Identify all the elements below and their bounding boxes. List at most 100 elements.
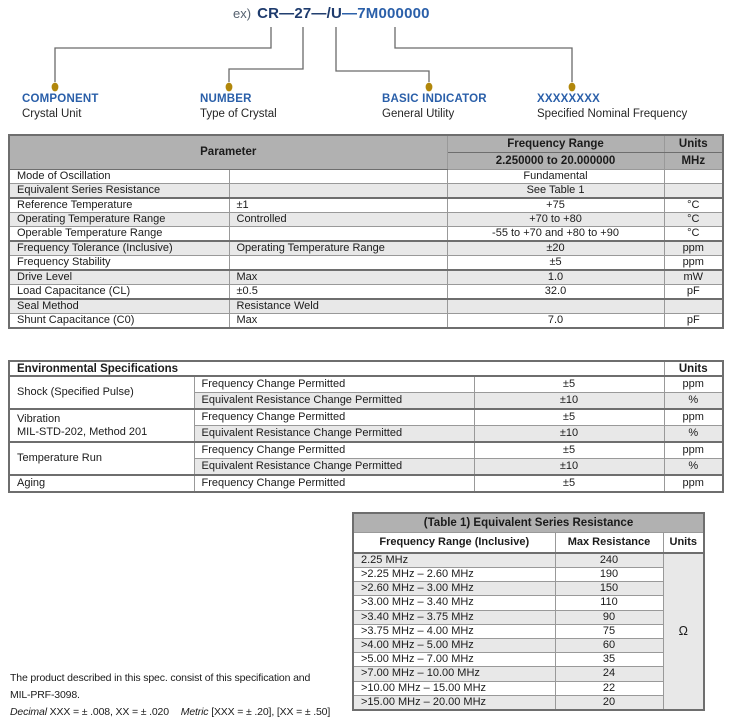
env-group-name: Vibration MIL-STD-202, Method 201 [8, 408, 195, 443]
max-cell: 150 [554, 581, 664, 597]
max-resistance-header: Max Resistance [554, 531, 664, 554]
range-cell: >2.25 MHz – 2.60 MHz [352, 566, 556, 583]
frequency-range-value: 2.250000 to 20.000000 [446, 151, 665, 170]
value-cell: ±20 [446, 240, 665, 257]
env-group-name-line1: Temperature Run [17, 452, 102, 464]
table-row: Shunt Capacitance (C0) Max 7.0 pF [8, 313, 724, 329]
condition-cell: Operating Temperature Range [228, 240, 448, 257]
table-row: Operable Temperature Range -55 to +70 an… [8, 226, 724, 242]
env-value-cell: ±5 [473, 375, 665, 393]
max-cell: 110 [554, 595, 664, 611]
env-group-name-line1: Aging [17, 476, 46, 489]
condition-cell: ±1 [228, 196, 448, 213]
resistance-row: >3.00 MHz – 3.40 MHz 110 [352, 595, 704, 611]
resistance-row: >3.75 MHz – 4.00 MHz 75 [352, 623, 704, 639]
env-header-row: Environmental Specifications Units [8, 360, 724, 377]
env-row: Temperature Run Frequency Change Permitt… [8, 441, 724, 476]
env-desc-cell: Frequency Change Permitted [193, 441, 475, 459]
env-group-name-line1: Shock (Specified Pulse) [17, 386, 134, 398]
metric-tolerance: [XXX = ± .20], [XX = ± .50] [211, 706, 331, 718]
env-value-cell: ±5 [473, 441, 665, 459]
range-cell: >2.60 MHz – 3.00 MHz [352, 581, 556, 597]
value-cell [446, 298, 665, 315]
env-group-name-line1: Vibration [17, 412, 61, 425]
env-desc-cell: Frequency Change Permitted [193, 474, 475, 492]
value-cell: Fundamental [446, 168, 665, 184]
resistance-row: >10.00 MHz – 15.00 MHz 22 [352, 680, 704, 696]
ohm-unit-cell: Ω [662, 552, 705, 711]
env-unit-cell: % [663, 392, 724, 410]
env-value-cell: ±10 [473, 458, 665, 476]
callout-frequency: XXXXXXXX Specified Nominal Frequency [537, 93, 687, 120]
max-cell: 240 [554, 552, 664, 568]
range-header: Frequency Range (Inclusive) [352, 531, 556, 554]
env-units-header: Units [663, 360, 724, 377]
value-cell: See Table 1 [446, 182, 665, 199]
decimal-tolerance: XXX = ± .008, XX = ± .020 [49, 706, 169, 718]
unit-cell: °C [663, 226, 724, 242]
env-row: Aging Frequency Change Permitted ±5 ppm [8, 474, 724, 492]
condition-cell: Max [228, 269, 448, 286]
max-cell: 22 [554, 680, 664, 696]
condition-cell [228, 168, 448, 184]
callout-label: BASIC INDICATOR [382, 93, 487, 105]
range-cell: >7.00 MHz – 10.00 MHz [352, 666, 556, 682]
env-value-cell: ±10 [473, 425, 665, 443]
footer-notes: The product described in this spec. cons… [10, 670, 370, 721]
unit-cell: °C [663, 196, 724, 213]
units-value: MHz [663, 151, 724, 170]
unit-cell: ppm [663, 255, 724, 271]
condition-cell: Max [228, 313, 448, 329]
env-group-name: Aging [8, 474, 195, 492]
part-number-base: CR—27—/U [257, 5, 343, 22]
resistance-row: >2.60 MHz – 3.00 MHz 150 [352, 581, 704, 597]
table-subheader-row: 2.250000 to 20.000000 MHz [9, 151, 724, 170]
environmental-specs-table: Environmental Specifications Units Shock… [8, 360, 724, 493]
max-cell: 75 [554, 623, 664, 639]
param-cell: Seal Method [8, 298, 230, 315]
env-unit-cell: ppm [663, 474, 724, 492]
env-unit-cell: % [663, 425, 724, 443]
param-cell: Shunt Capacitance (C0) [8, 313, 230, 329]
env-group-name: Shock (Specified Pulse) [8, 375, 195, 410]
param-cell: Load Capacitance (CL) [8, 284, 230, 300]
table-row: Equivalent Series Resistance See Table 1 [8, 182, 724, 199]
range-cell: >3.00 MHz – 3.40 MHz [352, 595, 556, 611]
condition-cell [228, 182, 448, 199]
value-cell: 1.0 [446, 269, 665, 286]
range-cell: >4.00 MHz – 5.00 MHz [352, 637, 556, 654]
resistance-row: >2.25 MHz – 2.60 MHz 190 [352, 566, 704, 583]
parameter-header: Parameter [8, 134, 448, 170]
tolerance-note: Decimal XXX = ± .008, XX = ± .020 Metric… [10, 704, 370, 721]
param-cell: Frequency Stability [8, 255, 230, 271]
units-header: Units [663, 134, 724, 153]
condition-cell [228, 255, 448, 271]
table-row: Seal Method Resistance Weld [8, 298, 724, 315]
value-cell: -55 to +70 and +80 to +90 [446, 226, 665, 242]
range-cell: 2.25 MHz [352, 552, 556, 568]
callout-description: General Utility [382, 108, 455, 120]
parameter-table: Parameter Frequency Range Units 2.250000… [8, 134, 725, 330]
range-cell: >15.00 MHz – 20.00 MHz [352, 694, 556, 711]
callout-description: Crystal Unit [22, 108, 82, 120]
param-cell: Reference Temperature [8, 196, 230, 213]
param-cell: Operating Temperature Range [8, 211, 230, 228]
resistance-header-row: Frequency Range (Inclusive) Max Resistan… [352, 531, 705, 554]
unit-cell [663, 182, 724, 199]
frequency-range-header: Frequency Range [446, 134, 665, 153]
env-value-cell: ±5 [473, 474, 665, 492]
decimal-label: Decimal [10, 706, 47, 718]
env-unit-cell: % [663, 458, 724, 476]
env-row: Equivalent Resistance Change Permitted ±… [9, 425, 724, 443]
table-row: Reference Temperature ±1 +75 °C [8, 196, 724, 213]
env-desc-cell: Frequency Change Permitted [193, 408, 475, 426]
env-value-cell: ±10 [473, 392, 665, 410]
env-unit-cell: ppm [663, 408, 724, 426]
max-cell: 24 [554, 666, 664, 682]
env-desc-cell: Equivalent Resistance Change Permitted [193, 425, 475, 443]
gold-dot-frequency [568, 82, 576, 92]
env-value-cell: ±5 [473, 408, 665, 426]
range-cell: >5.00 MHz – 7.00 MHz [352, 652, 556, 668]
env-row: Shock (Specified Pulse) Frequency Change… [8, 375, 724, 410]
env-row: Equivalent Resistance Change Permitted ±… [9, 458, 724, 476]
